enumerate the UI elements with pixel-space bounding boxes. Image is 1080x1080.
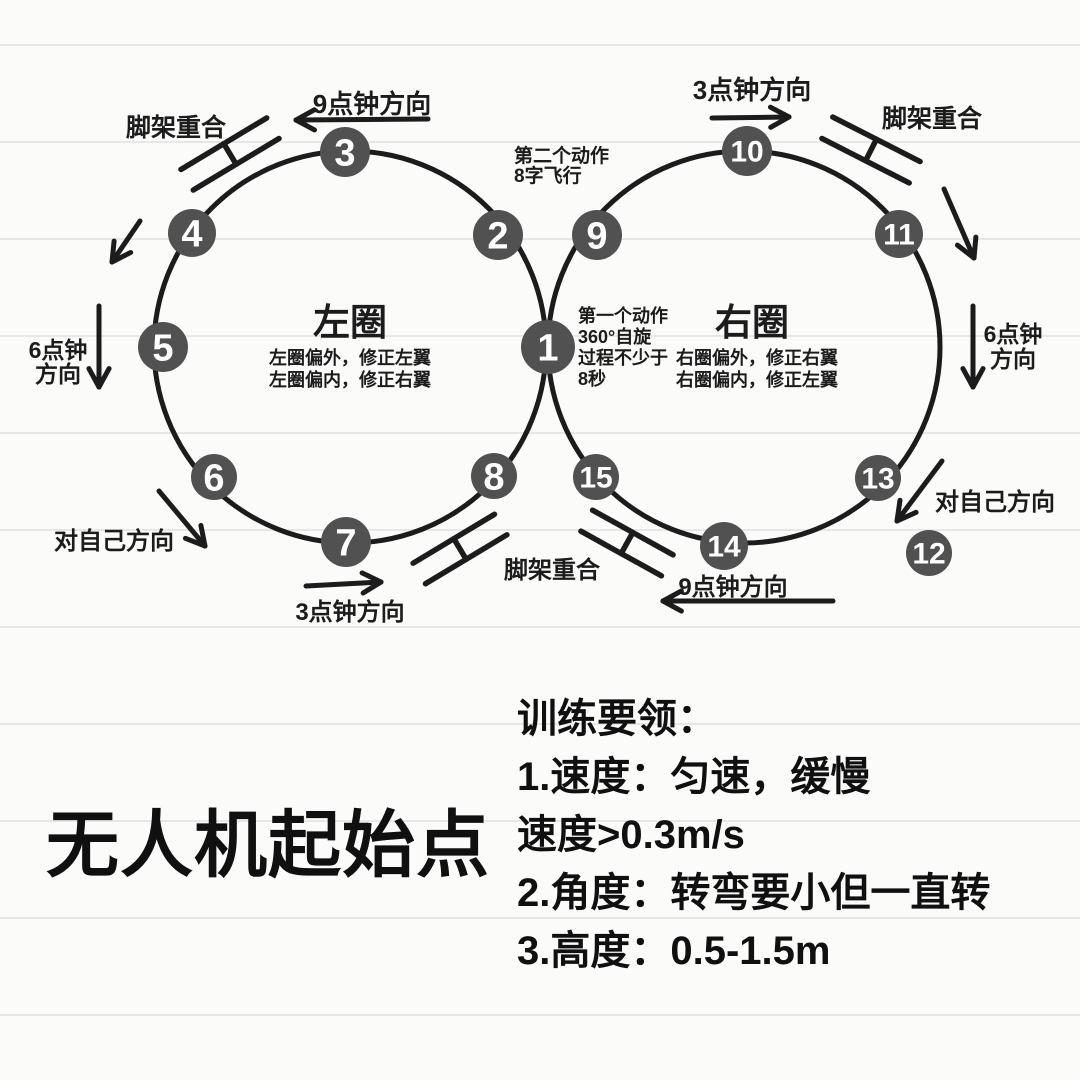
waypoint-number: 12 (912, 538, 945, 571)
training-notes: 训练要领： 1.速度：匀速，缓慢 速度>0.3m/s 2.角度：转弯要小但一直转… (517, 690, 990, 980)
waypoint-node-8: 8 (471, 453, 517, 499)
arrow-3-oclock-bottom-left (303, 570, 384, 596)
label-gear-top-right: 脚架重合 (882, 104, 983, 133)
waypoint-node-13: 13 (855, 455, 901, 501)
waypoint-node-10: 10 (722, 126, 772, 176)
label-gear-bottom: 脚架重合 (504, 556, 601, 584)
label-left-circle-tips: 左圈偏外，修正左翼左圈偏内，修正右翼 (269, 347, 431, 390)
label-3-oclock-bottom: 3点钟方向 (295, 598, 404, 626)
waypoint-number: 10 (730, 136, 763, 169)
waypoint-number: 5 (152, 327, 173, 369)
arrow-toward-self-lower-left (156, 488, 208, 549)
waypoint-node-12: 12 (906, 530, 952, 576)
arrow-down-upper-right (941, 186, 979, 261)
gear-mark-bottom-left (410, 511, 510, 587)
training-notes-title: 训练要领： (517, 697, 717, 741)
waypoint-number: 11 (883, 219, 915, 252)
waypoint-number: 4 (181, 213, 202, 255)
arrow-9-oclock-top (293, 107, 431, 133)
waypoint-node-6: 6 (191, 454, 237, 500)
label-3-oclock-top: 3点钟方向 (693, 75, 811, 105)
label-9-oclock-top: 9点钟方向 (313, 89, 431, 119)
arrow-6-oclock-left (86, 303, 112, 390)
waypoint-node-4: 4 (168, 209, 216, 257)
waypoint-node-15: 15 (573, 454, 619, 500)
waypoint-node-14: 14 (700, 522, 748, 570)
waypoint-number: 1 (537, 327, 558, 369)
training-notes-item: 2.角度：转弯要小但一直转 (517, 871, 991, 915)
gear-mark-top-left (178, 115, 282, 193)
waypoint-node-11: 11 (875, 210, 923, 258)
waypoint-number: 9 (586, 215, 607, 257)
waypoint-node-1: 1 (521, 320, 575, 374)
waypoint-node-9: 9 (572, 210, 622, 260)
waypoint-number: 2 (487, 215, 508, 257)
start-point-label: 无人机起始点 (46, 805, 490, 886)
label-right-circle-title: 右圈 (715, 302, 789, 343)
waypoint-number: 13 (861, 463, 894, 496)
gear-mark-bottom-center (578, 507, 676, 579)
label-right-circle-tips: 右圈偏外，修正右翼右圈偏内，修正左翼 (676, 347, 838, 390)
label-toward-self-left: 对自己方向 (54, 527, 174, 555)
arrow-3-oclock-top-right (709, 104, 792, 130)
label-6-oclock-right: 6点钟方向 (984, 321, 1043, 372)
label-left-circle-title: 左圈 (313, 302, 387, 343)
waypoint-number: 15 (579, 462, 612, 495)
waypoint-number: 3 (334, 132, 355, 174)
arrow-9-oclock-bottom (660, 588, 836, 614)
training-notes-item: 1.速度：匀速，缓慢 (517, 755, 871, 799)
waypoint-number: 7 (335, 522, 356, 564)
label-9-oclock-bottom: 9点钟方向 (678, 573, 787, 601)
arrow-toward-self-upper-left (109, 218, 143, 265)
arrow-toward-self-lower-right (894, 458, 945, 524)
label-6-oclock-left: 6点钟方向 (29, 337, 88, 387)
arrow-6-oclock-right (960, 303, 986, 390)
waypoint-node-7: 7 (321, 517, 371, 567)
waypoint-node-2: 2 (473, 210, 523, 260)
training-notes-item: 速度>0.3m/s (517, 813, 745, 857)
label-gear-top-left: 脚架重合 (126, 113, 227, 142)
waypoint-number: 14 (707, 531, 741, 564)
waypoint-number: 8 (483, 456, 504, 498)
waypoint-number: 6 (203, 457, 224, 499)
waypoint-node-5: 5 (138, 322, 188, 372)
training-notes-item: 3.高度：0.5-1.5m (517, 929, 831, 973)
label-toward-self-right: 对自己方向 (935, 488, 1055, 516)
waypoint-node-3: 3 (320, 127, 370, 177)
gear-mark-top-right (819, 114, 923, 186)
